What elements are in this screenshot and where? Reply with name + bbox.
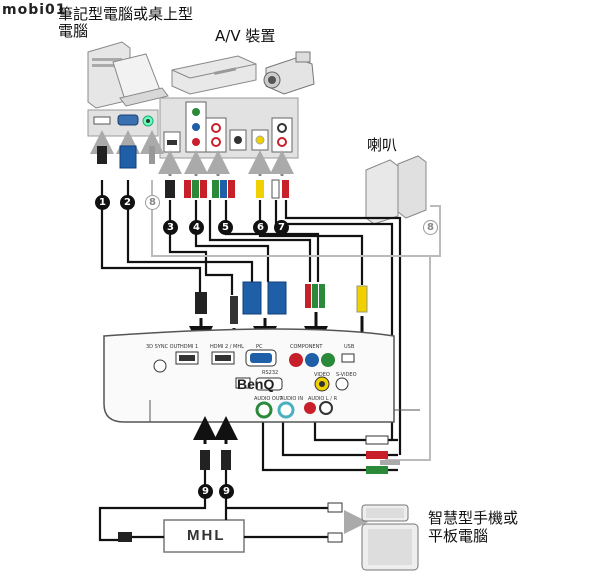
computer-port-panel: [87, 109, 159, 137]
watermark-logo: mobi01: [2, 2, 67, 18]
source-plugs: [97, 145, 289, 199]
cable-number-badge: 9: [219, 484, 234, 499]
port-label-hdmi1: HDMI 1: [180, 344, 199, 350]
port-label-component: COMPONENT: [290, 344, 323, 350]
projector-panel: [103, 328, 420, 423]
audio-plugs: [365, 435, 400, 474]
port-label-s-video: S-VIDEO: [336, 372, 357, 378]
port-label-pc: PC: [256, 344, 263, 350]
cable-number-badge: 2: [120, 195, 135, 210]
phone-tablet-label: 智慧型手機或 平板電腦: [428, 509, 519, 545]
port-label-audio-in: AUDIO IN: [280, 396, 304, 402]
computer-device: [87, 41, 169, 109]
phone-tablet-device: [361, 504, 419, 571]
projector-side-plugs: [195, 281, 368, 324]
cable-number-badge: 8: [423, 220, 438, 235]
av-port-panel: [159, 97, 299, 159]
cable-number-badge: 7: [274, 220, 289, 235]
cable-number-badge: 3: [163, 220, 178, 235]
computer-label: 筆記型電腦或桌上型 電腦: [58, 5, 194, 40]
mhl-plugs: [193, 416, 238, 470]
port-label-audio-lr: AUDIO L / R: [308, 396, 338, 402]
port-label-video: VIDEO: [314, 372, 330, 378]
port-label-usb: USB: [344, 344, 355, 350]
mhl-logo: MHL: [187, 527, 226, 544]
mhl-adapter: [118, 497, 368, 553]
cable-number-badge: 1: [95, 195, 110, 210]
port-label-rs232: RS232: [262, 370, 279, 376]
cable-number-badge: 8: [145, 195, 160, 210]
cable-number-badge: 9: [198, 484, 213, 499]
port-label-audio-out: AUDIO OUT: [254, 396, 283, 402]
audio-out-cable: [151, 180, 441, 257]
av-device-label: A/V 裝置: [215, 27, 276, 45]
av-device: [171, 51, 315, 95]
cable-number-badge: 6: [253, 220, 268, 235]
projector-brand-logo: BenQ: [237, 376, 275, 392]
port-label-hdmi2: HDMI 2 / MHL: [210, 344, 244, 350]
port-label-3d-sync: 3D SYNC OUT: [146, 344, 181, 350]
speaker-device: [365, 155, 427, 225]
cable-number-badge: 5: [218, 220, 233, 235]
speaker-label: 喇叭: [367, 136, 398, 154]
cable-number-badge: 4: [189, 220, 204, 235]
